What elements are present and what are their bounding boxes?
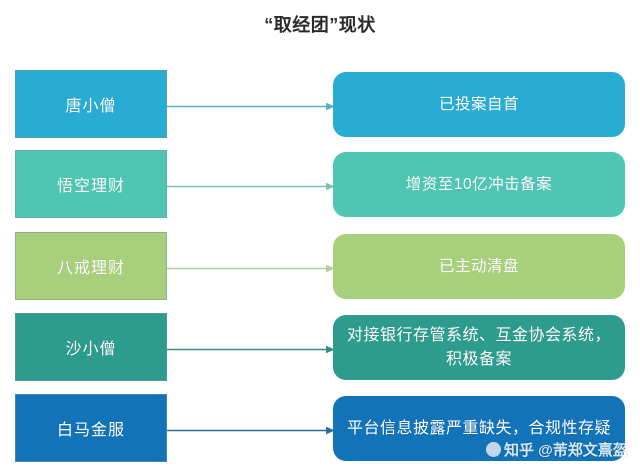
left-node-4[interactable]: 白马金服	[15, 394, 167, 462]
left-node-label: 唐小僧	[65, 98, 117, 115]
right-node-label: 已投案自首	[438, 96, 519, 113]
flow-row: 唐小僧 已投案自首	[0, 70, 640, 138]
right-node-2[interactable]: 已主动清盘	[333, 234, 625, 299]
arrow-connector-4	[167, 426, 335, 435]
right-node-label: 对接银行存管系统、互金协会系统，积极备案	[346, 326, 611, 368]
page-title: “取经团”现状	[264, 15, 376, 35]
arrow-connector-0	[167, 102, 335, 111]
left-node-label: 沙小僧	[65, 341, 117, 358]
left-node-label: 悟空理财	[56, 178, 125, 195]
arrow-connector-2	[167, 264, 335, 273]
arrow-connector-1	[167, 182, 335, 191]
right-node-label: 增资至10亿冲击备案	[405, 176, 553, 193]
flow-row: 八戒理财 已主动清盘	[0, 232, 640, 300]
right-node-label: 平台信息披露严重缺失，合规性存疑	[346, 419, 611, 437]
flow-row: 悟空理财 增资至10亿冲击备案	[0, 150, 640, 218]
right-node-3[interactable]: 对接银行存管系统、互金协会系统，积极备案	[333, 315, 625, 380]
right-node-4[interactable]: 平台信息披露严重缺失，合规性存疑	[333, 396, 625, 461]
left-node-0[interactable]: 唐小僧	[15, 70, 167, 138]
left-node-2[interactable]: 八戒理财	[15, 232, 167, 300]
flow-row: 白马金服 平台信息披露严重缺失，合规性存疑	[0, 394, 640, 462]
right-node-label: 已主动清盘	[438, 258, 519, 275]
left-node-label: 八戒理财	[56, 260, 125, 277]
arrow-connector-3	[167, 345, 335, 354]
left-node-label: 白马金服	[56, 422, 125, 439]
right-node-1[interactable]: 增资至10亿冲击备案	[333, 152, 625, 217]
right-node-0[interactable]: 已投案自首	[333, 72, 625, 137]
left-node-1[interactable]: 悟空理财	[15, 150, 167, 218]
left-node-3[interactable]: 沙小僧	[15, 313, 167, 381]
flow-row: 沙小僧 对接银行存管系统、互金协会系统，积极备案	[0, 313, 640, 381]
